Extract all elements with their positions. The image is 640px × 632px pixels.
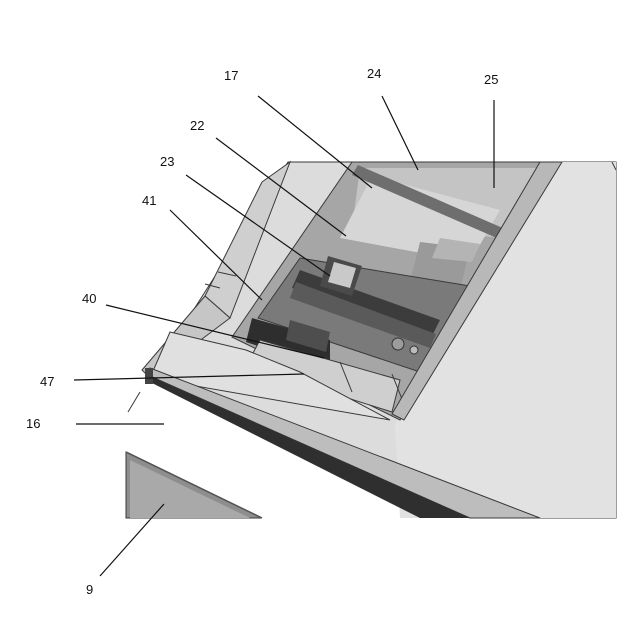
label-24: 24 bbox=[367, 66, 381, 81]
label-40: 40 bbox=[82, 291, 96, 306]
edge-mark bbox=[128, 392, 140, 412]
label-47: 47 bbox=[40, 374, 54, 389]
label-16: 16 bbox=[26, 416, 40, 431]
label-25: 25 bbox=[484, 72, 498, 87]
label-41: 41 bbox=[142, 193, 156, 208]
label-23: 23 bbox=[160, 154, 174, 169]
label-22: 22 bbox=[190, 118, 204, 133]
label-9: 9 bbox=[86, 582, 93, 597]
label-17: 17 bbox=[224, 68, 238, 83]
leader-24 bbox=[382, 96, 418, 170]
lower-component bbox=[126, 452, 262, 518]
